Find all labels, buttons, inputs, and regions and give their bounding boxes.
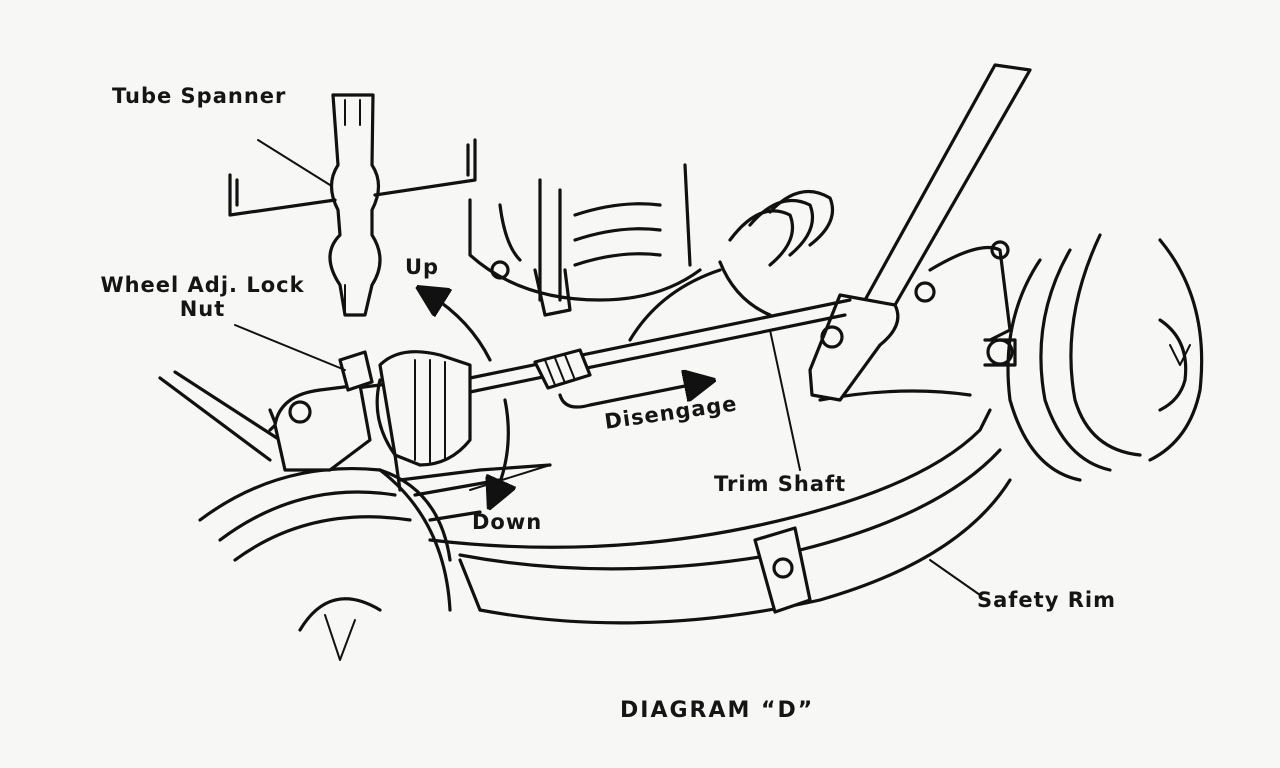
leader-lines [234,139,981,596]
engine-housing [468,163,702,317]
trim-spring [628,189,835,342]
trim-shaft-rod [468,298,852,394]
tube-spanner-tool [228,93,477,317]
grass-deflector [158,370,292,462]
up-down-arrow [430,295,551,495]
label-wheel-adj-lock-nut-line1: Wheel Adj. Lock [100,273,305,297]
wheel-adjuster [273,350,472,492]
diagram-caption: DIAGRAM “D” [620,698,815,723]
label-trim-shaft: Trim Shaft [714,472,847,496]
label-tube-spanner: Tube Spanner [112,84,287,108]
label-wheel-adj-lock-nut: Wheel Adj. Lock Nut [95,273,310,321]
label-safety-rim: Safety Rim [977,588,1116,612]
axle-bracket [914,240,1017,367]
front-wheel [198,466,452,661]
rear-wheel [1006,233,1204,482]
label-up: Up [405,255,440,279]
disengage-arrow [558,383,700,409]
label-down: Down [472,510,543,534]
label-wheel-adj-lock-nut-line2: Nut [179,297,226,322]
safety-rim-clamp [753,526,812,614]
handle [808,63,1032,402]
